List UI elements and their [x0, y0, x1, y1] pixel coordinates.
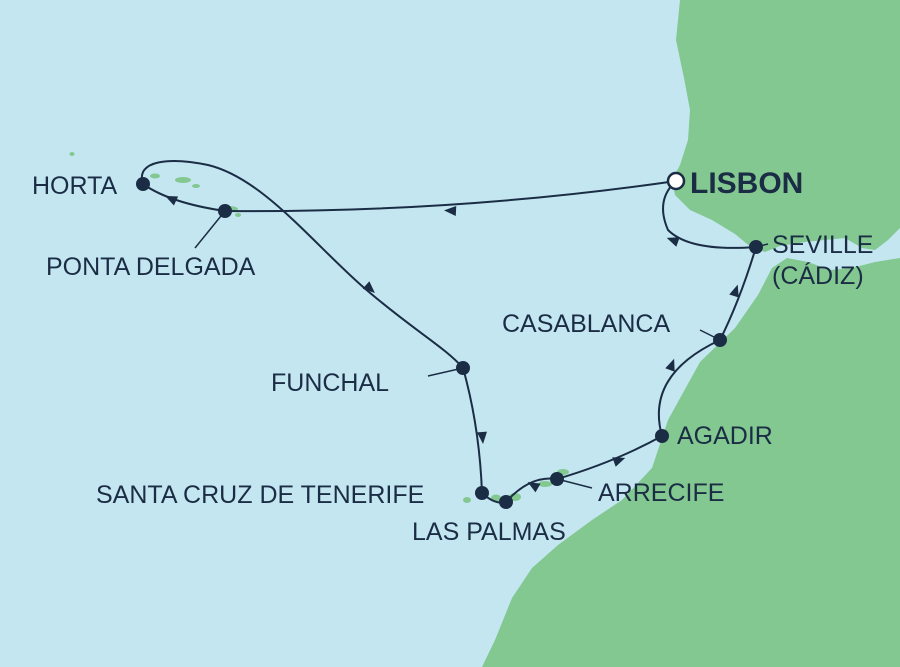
home-port-marker-lisbon	[666, 171, 686, 191]
arrow-icon	[666, 237, 680, 247]
port-marker-casablanca	[713, 333, 727, 347]
route-funchal-santa-cruz	[462, 367, 483, 494]
arrow-icon	[612, 457, 626, 467]
port-label-arrecife: ARRECIFE	[598, 479, 724, 507]
port-marker-santa-cruz	[475, 486, 489, 500]
port-label-funchal: FUNCHAL	[271, 369, 389, 397]
port-label-las-palmas: LAS PALMAS	[412, 518, 566, 546]
arrow-icon	[165, 195, 179, 206]
port-markers	[136, 177, 763, 509]
port-marker-ponta-delgada	[218, 204, 232, 218]
port-label-seville-cadiz: (CÁDIZ)	[772, 261, 864, 290]
port-label-ponta-delgada: PONTA DELGADA	[46, 253, 256, 281]
route-lisbon-ponta-delgada	[224, 180, 677, 213]
arrow-icon	[362, 281, 375, 294]
land-iberia	[672, 0, 900, 252]
port-label-horta: HORTA	[32, 172, 118, 200]
route-seville-lisbon	[662, 180, 757, 249]
route-arrecife-agadir	[556, 435, 663, 480]
arrow-icon	[477, 431, 487, 444]
port-label-casablanca: CASABLANCA	[502, 310, 670, 338]
route-agadir-casablanca	[657, 339, 721, 437]
port-marker-agadir	[655, 429, 669, 443]
port-marker-funchal	[456, 361, 470, 375]
port-label-santa-cruz: SANTA CRUZ DE TENERIFE	[96, 481, 424, 509]
port-marker-seville	[749, 240, 763, 254]
port-label-seville: SEVILLE	[772, 231, 873, 259]
home-port-label: LISBON	[690, 167, 803, 200]
route-casablanca-seville	[719, 246, 757, 341]
route-arrows	[165, 195, 739, 493]
arrow-icon	[527, 482, 541, 493]
port-marker-las-palmas	[499, 495, 513, 509]
port-label-agadir: AGADIR	[677, 422, 773, 450]
port-marker-horta	[136, 177, 150, 191]
route-horta-funchal	[140, 160, 464, 369]
port-marker-arrecife	[550, 472, 564, 486]
arrow-icon	[665, 358, 675, 372]
land-africa	[482, 258, 900, 667]
arrow-icon	[444, 206, 457, 216]
arrow-icon	[729, 284, 739, 298]
